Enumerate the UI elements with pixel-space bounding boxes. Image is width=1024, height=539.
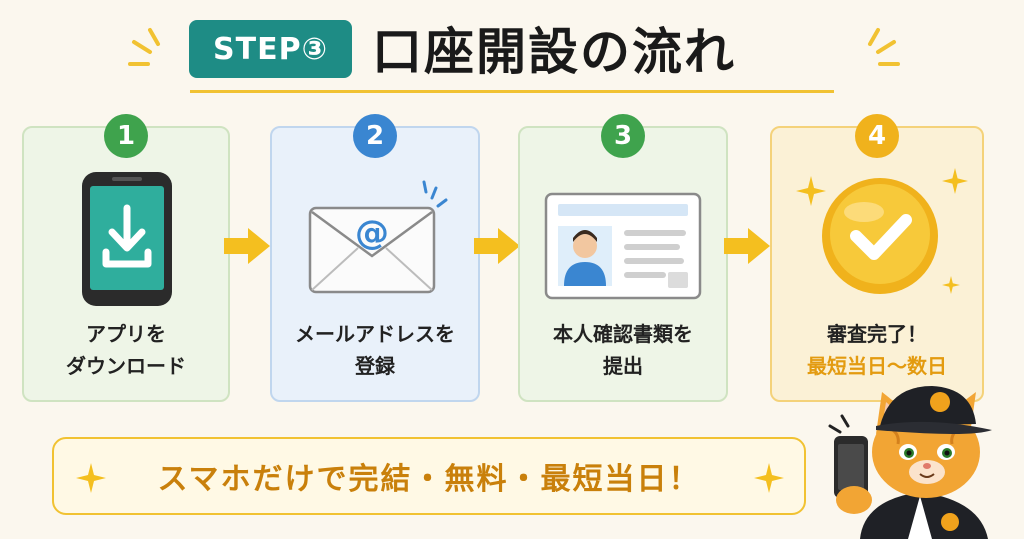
banner-text: スマホだけで完結・無料・最短当日！: [157, 462, 701, 497]
id-card-icon: [544, 192, 702, 300]
checkmark-badge-icon: [822, 178, 938, 294]
sparkle-lines-right-icon: [868, 28, 900, 66]
step-number-1: 1: [104, 114, 148, 158]
step-badge: STEP③: [189, 20, 352, 78]
step-3-line-2: 提出: [603, 354, 643, 378]
sparkle-icon: [942, 276, 960, 294]
step-number-3: 3: [601, 114, 645, 158]
page-title: 口座開設の流れ: [372, 23, 736, 81]
smartphone-download-icon: [82, 172, 172, 306]
summary-banner: スマホだけで完結・無料・最短当日！: [52, 437, 806, 515]
step-3-line-1: 本人確認書類を: [553, 322, 693, 346]
cat-mascot-icon: [828, 386, 992, 539]
step-card-4: 4 審査完了！ 最短当日〜数日: [770, 114, 984, 402]
step-card-1: 1 アプリを ダウンロード: [22, 114, 230, 402]
sparkle-icon: [754, 463, 784, 493]
svg-text:@: @: [355, 213, 389, 253]
arrow-right-icon: [724, 228, 770, 264]
step-number-2: 2: [353, 114, 397, 158]
step-number-4: 4: [855, 114, 899, 158]
step-2-line-1: メールアドレスを: [295, 322, 455, 346]
sparkle-lines-left-icon: [128, 28, 160, 66]
step-1-line-1: アプリを: [86, 322, 166, 346]
sparkle-icon: [796, 176, 826, 206]
sparkle-icon: [942, 168, 968, 194]
step-card-3: 3 本人確認書類を 提出: [518, 114, 728, 402]
step-1-line-2: ダウンロード: [66, 354, 186, 378]
title-underline: [190, 90, 834, 93]
step-4-highlight: 最短当日〜数日: [807, 354, 947, 378]
step-4-line-1: 審査完了！: [827, 322, 927, 346]
arrow-right-icon: [224, 228, 270, 264]
step-card-2: 2 @ メールアドレスを 登録: [270, 114, 480, 402]
step-2-line-2: 登録: [355, 354, 395, 378]
arrow-right-icon: [474, 228, 520, 264]
sparkle-icon: [76, 463, 106, 493]
email-envelope-icon: @: [308, 180, 448, 294]
